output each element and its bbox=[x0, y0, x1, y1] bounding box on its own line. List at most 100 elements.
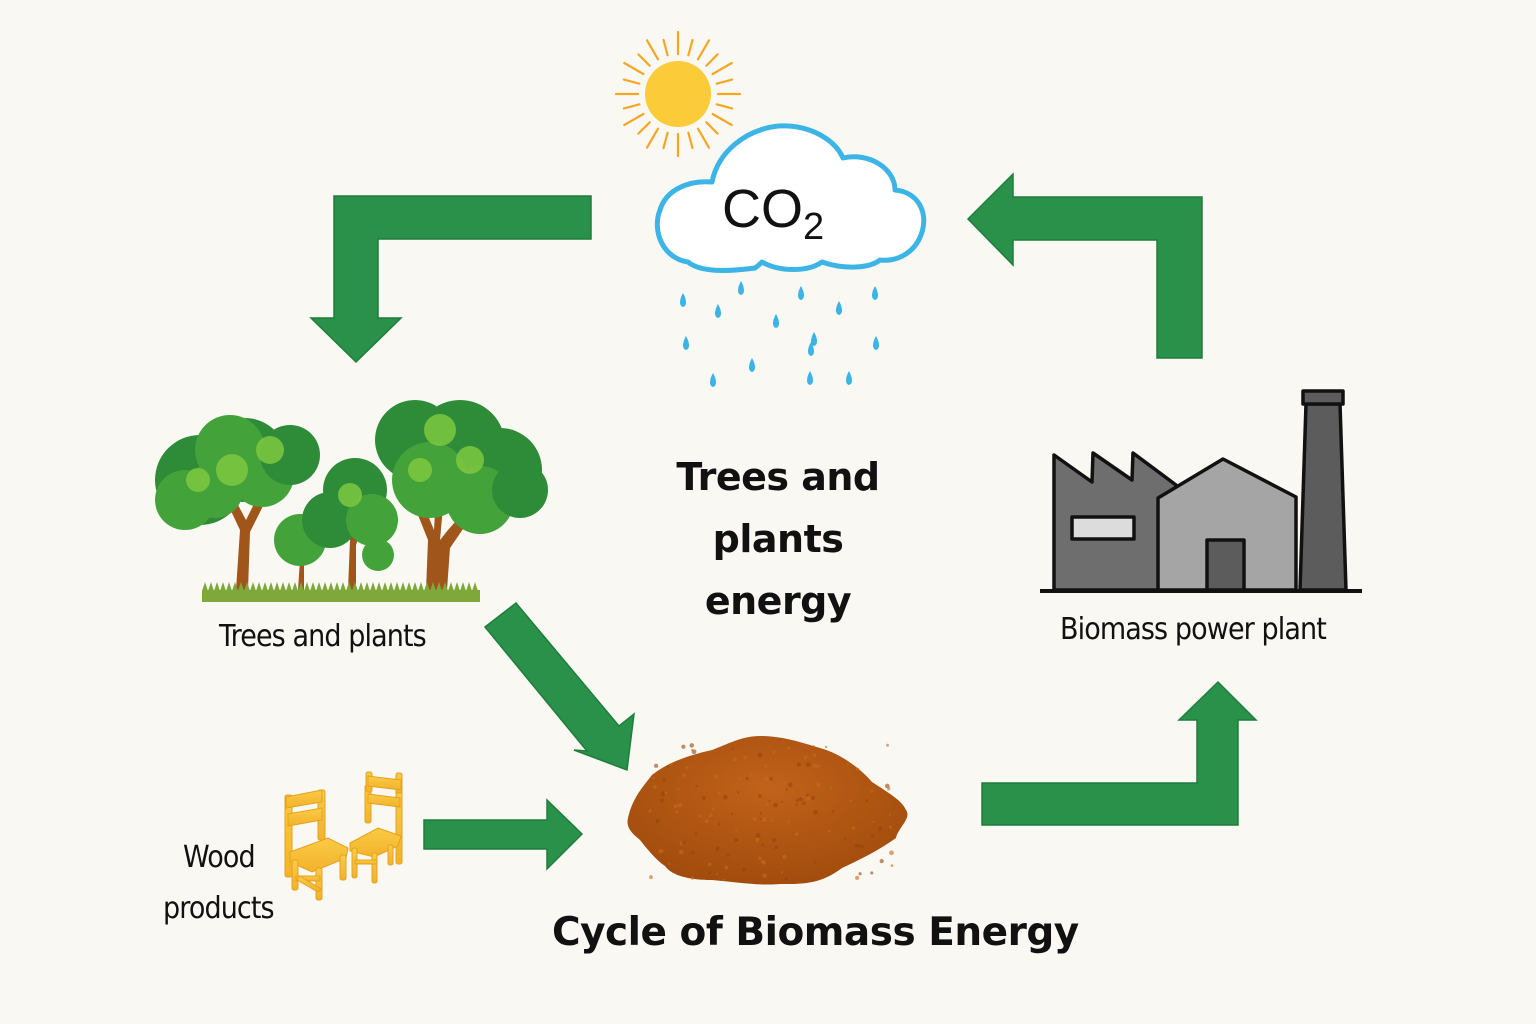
center-label-line-1: Trees and bbox=[676, 455, 880, 499]
pile-speck bbox=[780, 871, 784, 874]
sun-ray bbox=[687, 38, 694, 57]
co2-label: CO2 bbox=[722, 178, 824, 249]
pile-speck bbox=[816, 764, 820, 769]
arrow-biomass-to-plant bbox=[981, 680, 1258, 826]
pile-speck bbox=[856, 767, 860, 771]
pile-speck bbox=[787, 746, 791, 750]
sun-ray bbox=[645, 39, 660, 61]
pile-speck bbox=[758, 856, 762, 860]
pile-speck bbox=[652, 776, 655, 780]
pile-speck bbox=[761, 843, 765, 847]
pile-speck bbox=[812, 763, 817, 768]
pile-speck bbox=[759, 818, 762, 821]
pile-speck bbox=[758, 794, 762, 798]
pile-speck bbox=[755, 833, 761, 838]
sun-ray bbox=[696, 127, 711, 149]
pile-speck bbox=[655, 819, 660, 824]
sun-ray bbox=[705, 121, 719, 135]
foliage-blob bbox=[256, 436, 284, 464]
pile-speck bbox=[732, 757, 738, 762]
rain-drop bbox=[680, 293, 686, 307]
pile-speck bbox=[843, 837, 847, 840]
pile-speck bbox=[879, 859, 884, 864]
pile-speck bbox=[889, 850, 894, 856]
pile-speck bbox=[865, 799, 869, 803]
pile-speck bbox=[648, 809, 652, 813]
pile-speck bbox=[675, 810, 679, 814]
arrow-plant-to-co2 bbox=[966, 172, 1203, 359]
rain-drop bbox=[873, 336, 879, 350]
pile-speck bbox=[717, 822, 721, 826]
rain-drop bbox=[811, 332, 817, 346]
pile-speck bbox=[708, 871, 712, 875]
pile-speck bbox=[722, 878, 725, 881]
pile-speck bbox=[715, 846, 720, 851]
pile-speck bbox=[689, 743, 695, 748]
pile-speck bbox=[795, 803, 798, 806]
rain-drop bbox=[738, 281, 744, 295]
foliage-blob bbox=[492, 462, 548, 518]
pile-speck bbox=[762, 873, 767, 878]
foliage-blob bbox=[338, 483, 362, 507]
pile-speck bbox=[664, 791, 668, 795]
co2-label-subscript: 2 bbox=[803, 206, 825, 248]
pile-speck bbox=[784, 876, 789, 881]
pile-speck bbox=[855, 875, 860, 881]
pile-speck bbox=[798, 797, 803, 802]
pile-speck bbox=[877, 826, 883, 831]
pile-speck bbox=[712, 807, 715, 811]
flow-arrows bbox=[309, 172, 1258, 871]
pile-speck bbox=[888, 813, 891, 816]
pile-speck bbox=[831, 810, 835, 813]
pile-speck bbox=[738, 777, 742, 781]
pile-speck bbox=[713, 774, 719, 780]
pile-speck bbox=[748, 782, 751, 785]
pile-speck bbox=[724, 865, 729, 870]
rain-drop bbox=[807, 371, 813, 385]
arrow-trees-to-biomass bbox=[483, 601, 635, 772]
pile-speck bbox=[726, 853, 730, 857]
chair-icon bbox=[349, 771, 403, 884]
pile-speck bbox=[871, 834, 875, 838]
pile-speck bbox=[788, 782, 793, 788]
pile-speck bbox=[780, 800, 784, 804]
rain-icon bbox=[680, 281, 879, 387]
pile-speck bbox=[806, 796, 811, 801]
pile-speck bbox=[872, 820, 875, 823]
sun-ray bbox=[622, 78, 641, 85]
rain-drop bbox=[836, 301, 842, 315]
arrow-co2-to-trees bbox=[309, 195, 592, 364]
pile-speck bbox=[673, 804, 678, 809]
power-plant-label: Biomass power plant bbox=[1060, 612, 1327, 647]
pile-speck bbox=[701, 796, 706, 801]
pile-speck bbox=[760, 859, 765, 864]
pile-speck bbox=[708, 813, 713, 818]
pile-speck bbox=[698, 814, 702, 818]
pile-speck bbox=[694, 832, 698, 836]
sun-icon bbox=[614, 30, 742, 158]
pile-speck bbox=[690, 876, 695, 880]
pile-speck bbox=[796, 762, 801, 767]
pile-speck bbox=[785, 788, 788, 791]
pile-speck bbox=[849, 799, 852, 802]
wood-products-label-line-2: products bbox=[163, 891, 275, 926]
trees-label: Trees and plants bbox=[219, 619, 427, 654]
sun-ray bbox=[705, 53, 719, 67]
pile-speck bbox=[816, 782, 821, 788]
diagram-title: Cycle of Biomass Energy bbox=[552, 910, 1079, 955]
pile-speck bbox=[806, 793, 810, 797]
pile-speck bbox=[812, 753, 817, 758]
pile-speck bbox=[757, 752, 763, 758]
pile-speck bbox=[795, 799, 799, 802]
pile-speck bbox=[803, 757, 807, 760]
pile-speck bbox=[654, 763, 659, 768]
foliage-blob bbox=[362, 539, 394, 571]
pile-speck bbox=[743, 755, 747, 759]
pile-speck bbox=[677, 788, 680, 791]
pile-speck bbox=[802, 801, 806, 805]
sun-ray bbox=[637, 53, 651, 67]
pile-speck bbox=[677, 802, 683, 808]
pile-speck bbox=[858, 872, 862, 876]
sun-ray bbox=[623, 61, 645, 76]
